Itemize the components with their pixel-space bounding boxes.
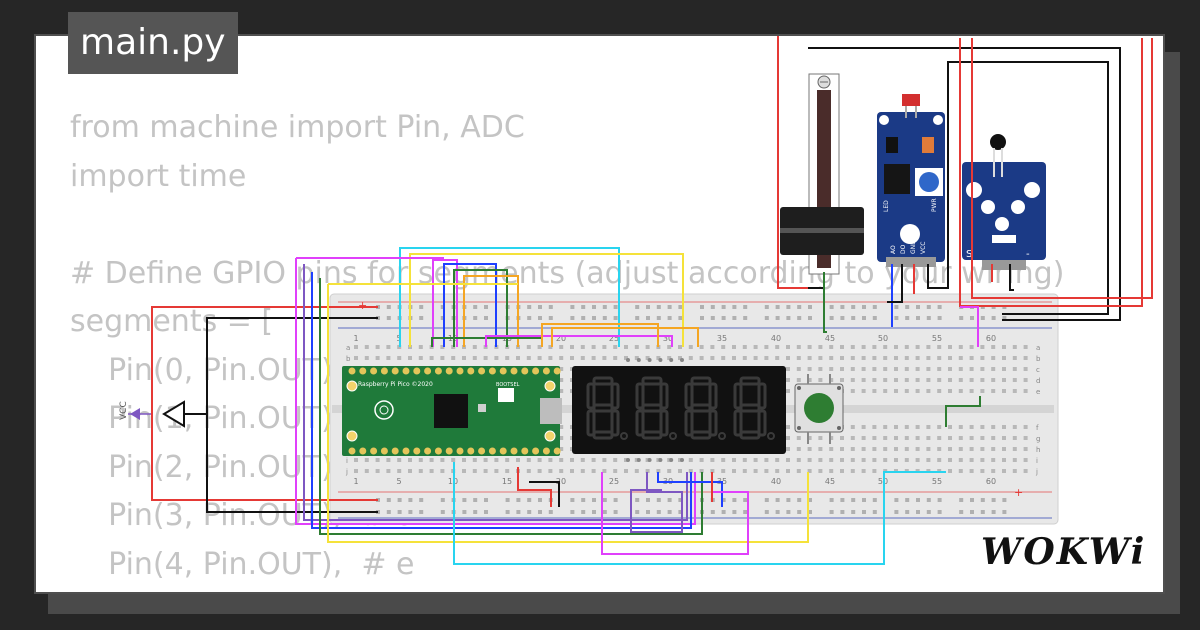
- column-number: 55: [932, 334, 942, 343]
- column-number: 1: [353, 334, 358, 343]
- segment: [659, 409, 669, 437]
- code-line: Pin(4, Pin.OUT), # e: [70, 546, 415, 582]
- row-letter: a: [346, 344, 350, 352]
- segment: [641, 376, 663, 386]
- rp2040-chip: [434, 394, 468, 428]
- temp-pin-minus: -: [1026, 249, 1030, 260]
- column-number: 1: [353, 477, 358, 486]
- wokwi-logo-text: WOKWi: [981, 531, 1147, 573]
- column-number: 40: [771, 477, 781, 486]
- column-number: 35: [717, 334, 727, 343]
- row-letter: j: [1035, 468, 1038, 476]
- segment: [635, 409, 645, 437]
- push-button[interactable]: [794, 374, 844, 444]
- decimal-point: [767, 432, 775, 440]
- ldr-pin-label: AO: [890, 245, 897, 254]
- column-number: 15: [502, 477, 512, 486]
- ldr-pin-label: VCC: [920, 242, 927, 254]
- column-number: 20: [556, 477, 566, 486]
- segment: [610, 409, 620, 437]
- segment: [592, 376, 614, 386]
- pwr-label: PWR: [931, 198, 938, 212]
- temp-pin-s: S: [966, 249, 972, 260]
- seven-segment-display: [572, 358, 786, 462]
- row-letter: d: [1036, 377, 1040, 385]
- row-letter: i: [346, 457, 348, 465]
- segment: [757, 409, 767, 437]
- decimal-point: [669, 432, 677, 440]
- segment: [708, 409, 718, 437]
- segment: [733, 409, 743, 437]
- decimal-point: [620, 432, 628, 440]
- segment: [659, 382, 669, 410]
- row-letter: f: [1036, 424, 1039, 432]
- bootsel-button[interactable]: [498, 388, 514, 402]
- led-label: LED: [883, 200, 890, 212]
- column-number: 20: [556, 334, 566, 343]
- column-number: 40: [771, 334, 781, 343]
- row-letter: e: [1036, 388, 1040, 396]
- wires: [151, 36, 1153, 565]
- rail-plus-top: +: [358, 299, 367, 312]
- row-letter: c: [1036, 366, 1040, 374]
- column-number: 30: [663, 334, 673, 343]
- raspberry-logo-icon: [374, 400, 394, 420]
- column-number: 25: [609, 334, 619, 343]
- code-line: segments = [: [70, 304, 274, 339]
- raspberry-pi-pico[interactable]: Raspberry Pi Pico ©2020 BOOTSEL: [342, 366, 562, 456]
- vcc-symbol: VCC: [119, 400, 207, 428]
- vcc-label: VCC: [119, 401, 129, 420]
- row-letter: h: [1036, 446, 1040, 454]
- segment: [586, 382, 596, 410]
- segment: [733, 382, 743, 410]
- segment: [690, 376, 712, 386]
- column-number: 55: [932, 477, 942, 486]
- segment: [610, 382, 620, 410]
- code-line: from machine import Pin, ADC: [70, 110, 525, 145]
- segment: [635, 382, 645, 410]
- column-number: 60: [986, 477, 996, 486]
- rail-plus-bottom: +: [1014, 486, 1023, 499]
- temperature-sensor-module[interactable]: S -: [962, 134, 1046, 270]
- wokwi-logo: WOKWi: [971, 528, 1147, 576]
- slide-potentiometer[interactable]: [780, 73, 864, 275]
- row-letter: b: [346, 355, 351, 363]
- segment: [757, 382, 767, 410]
- segment: [684, 382, 694, 410]
- row-letter: a: [1036, 344, 1040, 352]
- column-number: 5: [396, 477, 401, 486]
- row-letter: g: [1036, 435, 1040, 443]
- file-tab[interactable]: main.py: [68, 12, 238, 74]
- row-letter: b: [1036, 355, 1041, 363]
- segment: [708, 382, 718, 410]
- column-number: 60: [986, 334, 996, 343]
- row-letter: i: [1036, 457, 1038, 465]
- ldr-pin-label: DO: [900, 244, 907, 254]
- pico-label: Raspberry Pi Pico ©2020: [358, 381, 433, 388]
- column-number: 25: [609, 477, 619, 486]
- decimal-point: [718, 432, 726, 440]
- code-line: import time: [70, 158, 247, 194]
- column-number: 45: [825, 334, 835, 343]
- segment: [739, 376, 761, 386]
- column-number: 45: [825, 477, 835, 486]
- bootsel-label: BOOTSEL: [496, 382, 520, 388]
- ldr-pin-label: GND: [910, 240, 917, 254]
- usb-port: [540, 398, 562, 424]
- segment: [684, 409, 694, 437]
- row-letter: j: [345, 468, 348, 476]
- segment: [586, 409, 596, 437]
- column-number: 50: [878, 334, 888, 343]
- button-cap[interactable]: [804, 393, 834, 423]
